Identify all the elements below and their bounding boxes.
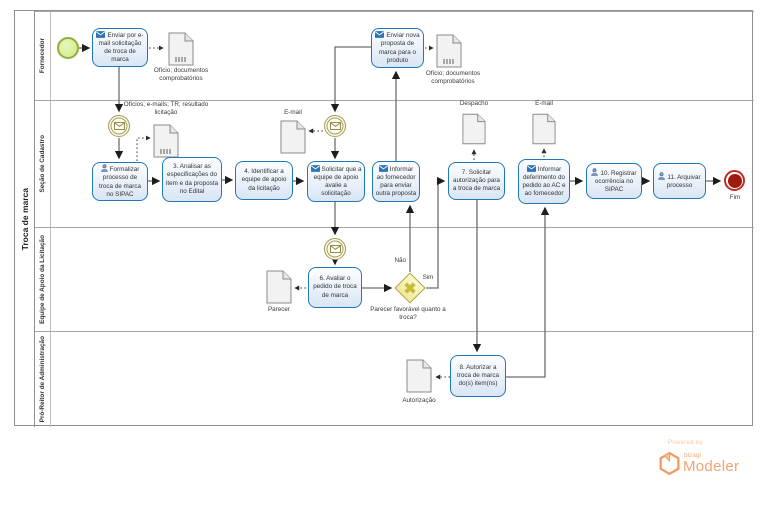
envelope-icon: [329, 245, 341, 253]
task-label: Enviar por e-mail solicitação de troca d…: [98, 31, 144, 64]
task-solicitar-avaliacao[interactable]: Solicitar que a equipe de apoio avalie a…: [307, 161, 365, 202]
task-enviar-email[interactable]: Enviar por e-mail solicitação de troca d…: [92, 28, 148, 67]
task-arquivar[interactable]: 11. Arquivar processo: [653, 163, 706, 199]
user-icon: [658, 172, 666, 180]
pool-troca-de-marca: Troca de marca Fornecedor Seção de Cadas…: [14, 10, 754, 427]
envelope-icon: [113, 122, 125, 130]
lane-equipe-de-apoio: Equipe de Apoio da Licitação: [35, 227, 754, 331]
task-informar-deferimento[interactable]: Informar deferimento do pedido ao AC e a…: [518, 159, 570, 204]
pool-title-cell: Troca de marca: [15, 11, 35, 427]
lane-label-fornecedor: Fornecedor: [39, 38, 46, 74]
task-label: 4. Identificar a equipe de apoio da lici…: [241, 168, 287, 192]
send-message-icon: [526, 164, 536, 172]
bizagi-text: bizagi: [684, 452, 701, 459]
task-solicitar-autorizacao[interactable]: 7. Solicitar autorização para a troca de…: [448, 162, 505, 200]
document-despacho[interactable]: [462, 112, 486, 146]
task-label: 7. Solicitar autorização para a troca de…: [452, 168, 501, 193]
task-label: 3. Analisar as especificações do item e …: [165, 163, 219, 195]
document-parecer[interactable]: [266, 270, 292, 304]
document-label: Parecer: [267, 306, 291, 313]
task-label: 6. Avaliar o pedido de troca de marca: [313, 275, 357, 299]
document-label: E-mail: [535, 100, 553, 107]
task-label: Enviar nova proposta de marca para o pro…: [378, 32, 420, 64]
message-intermediate-event-1[interactable]: [108, 115, 130, 137]
lane-label-pro-reitor: Pró-Reitor de Administração: [39, 336, 46, 423]
lane-pro-reitor: Pró-Reitor de Administração: [35, 331, 754, 427]
task-label: Informar ao fornecedor para enviar outra…: [375, 165, 417, 198]
task-informar-fornecedor[interactable]: Informar ao fornecedor para enviar outra…: [372, 161, 420, 202]
task-autorizar-troca[interactable]: 8. Autorizar a troca de marca do(s) item…: [450, 355, 506, 397]
document-email-1[interactable]: [280, 120, 306, 154]
task-label: Solicitar que a equipe de apoio avalie a…: [313, 165, 362, 198]
gateway-question-label: Parecer favorável quanto a troca?: [370, 306, 446, 321]
task-analisar[interactable]: 3. Analisar as especificações do item e …: [162, 157, 222, 202]
document-oficio-1[interactable]: [168, 32, 194, 66]
gateway-no-label: Não: [394, 257, 406, 264]
lane-secao-de-cadastro: Seção de Cadastro: [35, 100, 754, 227]
document-label: Autorização: [402, 397, 436, 404]
end-event[interactable]: [724, 170, 745, 191]
document-label: Ofício; documentos comprobatórios: [425, 70, 481, 85]
powered-by-text: Powered by: [668, 440, 703, 446]
envelope-icon: [329, 122, 341, 130]
document-oficio-2[interactable]: [436, 34, 462, 68]
end-event-core: [727, 173, 742, 188]
pool-title: Troca de marca: [19, 187, 30, 251]
document-email-2[interactable]: [532, 112, 556, 146]
document-label: Ofícios; e-mails; TR; resultado licitaçã…: [123, 101, 209, 116]
start-event[interactable]: [57, 37, 79, 59]
task-formalizar[interactable]: Formalizar processo de troca de marca no…: [92, 162, 148, 201]
document-label: Despacho: [459, 100, 489, 107]
lane-label-equipe-de-apoio: Equipe de Apoio da Licitação: [39, 235, 46, 324]
task-label: 11. Arquivar processo: [666, 173, 701, 189]
send-message-icon: [96, 30, 106, 38]
user-icon: [591, 168, 599, 176]
task-label: 8. Autorizar a troca de marca do(s) item…: [457, 363, 499, 388]
end-event-label: Fim: [729, 194, 741, 201]
bizagi-modeler-logo: Powered by bizagi Modeler: [655, 438, 765, 480]
task-label: Informar deferimento do pedido ao AC e a…: [522, 165, 566, 198]
user-icon: [100, 164, 108, 172]
task-identificar[interactable]: 4. Identificar a equipe de apoio da lici…: [235, 161, 293, 200]
task-avaliar-pedido[interactable]: 6. Avaliar o pedido de troca de marca: [308, 267, 362, 308]
send-message-icon: [378, 164, 388, 172]
task-enviar-nova-proposta[interactable]: Enviar nova proposta de marca para o pro…: [371, 28, 424, 68]
task-label: 10. Registrar ocorrência no SIPAC: [594, 169, 637, 194]
send-message-icon: [310, 164, 320, 172]
message-intermediate-event-2[interactable]: [324, 115, 346, 137]
bizagi-hexagon-icon: [659, 451, 680, 476]
modeler-text: Modeler: [683, 458, 740, 475]
message-intermediate-event-3[interactable]: [324, 238, 346, 260]
document-autorizacao[interactable]: [406, 358, 432, 394]
lane-fornecedor: Fornecedor: [35, 11, 754, 100]
document-oficios-emails[interactable]: [153, 124, 179, 158]
document-label: Ofício; documentos comprobatórios: [153, 67, 209, 82]
send-message-icon: [375, 31, 385, 39]
task-registrar-ocorrencia[interactable]: 10. Registrar ocorrência no SIPAC: [586, 163, 642, 199]
lane-label-secao-de-cadastro: Seção de Cadastro: [39, 135, 46, 193]
task-label: Formalizar processo de troca de marca no…: [99, 166, 141, 198]
gateway-yes-label: Sim: [422, 274, 434, 281]
document-label: E-mail: [284, 109, 302, 116]
